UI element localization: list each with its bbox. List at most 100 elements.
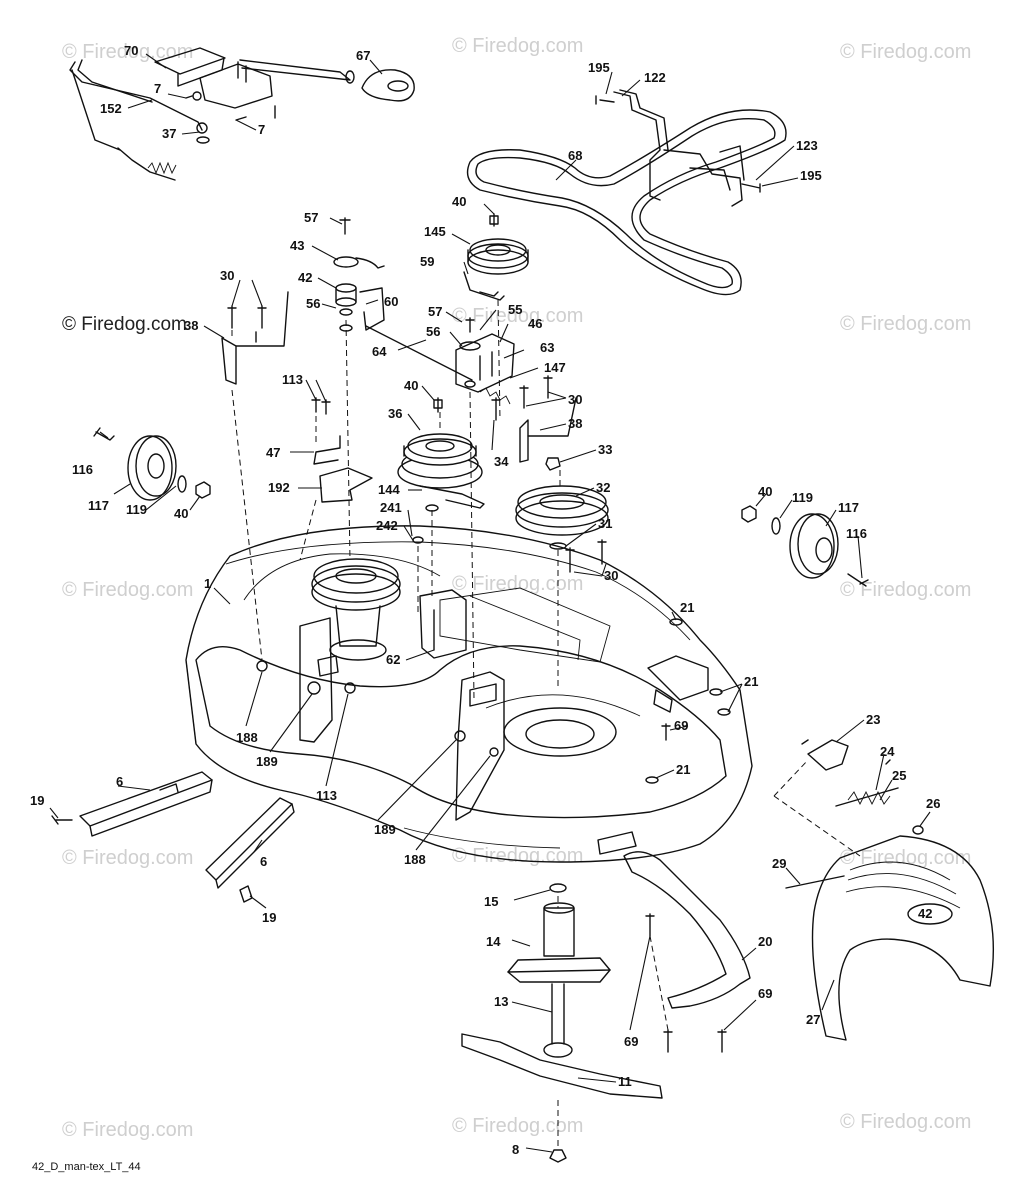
- bracket-38-left-drawing: [221, 291, 289, 385]
- part-label: 63: [540, 340, 554, 355]
- part-label: 117: [88, 498, 109, 513]
- watermark: © Firedog.com: [62, 579, 193, 601]
- part-label: 8: [512, 1142, 519, 1157]
- part-label: 40: [452, 194, 466, 209]
- part-label: 69: [624, 1034, 638, 1049]
- part-label: 6: [260, 854, 267, 869]
- part-label: 15: [484, 894, 498, 909]
- part-label: 69: [758, 986, 772, 1001]
- part-label: 6: [116, 774, 123, 789]
- watermark: © Firedog.com: [840, 41, 971, 63]
- part-label: 62: [386, 652, 400, 667]
- watermark: © Firedog.com: [452, 35, 583, 57]
- part-label: 195: [800, 168, 822, 183]
- part-label: 241: [380, 500, 402, 515]
- part-label: 7: [258, 122, 265, 137]
- part-label: 70: [124, 43, 138, 58]
- watermark: © Firedog.com: [452, 305, 583, 327]
- pulley-36-drawing: [397, 397, 485, 544]
- part-label: 42: [298, 270, 312, 285]
- discharge-chute-drawing: 42: [785, 835, 995, 1041]
- part-label: 116: [72, 462, 93, 477]
- deflector-hinge-drawing: [773, 739, 924, 857]
- part-label: 57: [304, 210, 318, 225]
- watermark: © Firedog.com: [840, 579, 971, 601]
- deck-size-badge: 42: [918, 906, 932, 921]
- part-label: 47: [266, 445, 280, 460]
- part-label: 30: [568, 392, 582, 407]
- part-label: 1: [204, 576, 211, 591]
- watermark: © Firedog.com: [452, 845, 583, 867]
- tensioner-arm-drawing: [333, 217, 473, 381]
- part-label: 116: [846, 526, 867, 541]
- part-label: 55: [508, 302, 522, 317]
- part-label: 60: [384, 294, 398, 309]
- part-label: 57: [428, 304, 442, 319]
- part-label: 38: [184, 318, 198, 333]
- mower-deck-housing-drawing: [185, 525, 753, 863]
- part-label: 30: [604, 568, 618, 583]
- watermark: © Firedog.com: [840, 1111, 971, 1133]
- part-label: 192: [268, 480, 290, 495]
- part-label: 36: [388, 406, 402, 421]
- part-label: 147: [544, 360, 566, 375]
- watermark: © Firedog.com: [62, 847, 193, 869]
- part-label: 145: [424, 224, 446, 239]
- part-label: 144: [378, 482, 400, 497]
- part-label: 26: [926, 796, 940, 811]
- diagram-code: 42_D_man-tex_LT_44: [32, 1161, 141, 1173]
- gauge-wheel-right-drawing: [741, 505, 869, 587]
- part-drawings: 42: [51, 47, 995, 1163]
- knob-drawing: [361, 69, 415, 102]
- part-label: 14: [486, 934, 501, 949]
- gauge-wheel-left-drawing: [93, 427, 211, 501]
- part-label: 21: [744, 674, 758, 689]
- spindle-assembly-drawing: [461, 883, 663, 1163]
- part-label: 40: [404, 378, 418, 393]
- part-label: 21: [676, 762, 690, 777]
- part-label: 37: [162, 126, 176, 141]
- watermarks: © Firedog.com © Firedog.com © Firedog.co…: [62, 35, 971, 1141]
- bracket-38-right-drawing: [491, 375, 577, 471]
- part-label: 188: [404, 852, 426, 867]
- part-label: 19: [262, 910, 276, 925]
- belt-drawing: [466, 109, 787, 296]
- part-label: 7: [154, 81, 161, 96]
- part-label: 32: [596, 480, 610, 495]
- watermark: © Firedog.com: [840, 313, 971, 335]
- part-label: 40: [758, 484, 772, 499]
- bracket-62-drawing: [417, 510, 467, 659]
- part-label: 25: [892, 768, 906, 783]
- pulley-32-drawing: [515, 470, 609, 690]
- part-label: 23: [866, 712, 880, 727]
- leader-lines: [49, 53, 931, 1153]
- part-label: 242: [376, 518, 398, 533]
- part-label: 68: [568, 148, 582, 163]
- watermark: © Firedog.com: [62, 41, 193, 63]
- part-label: 11: [618, 1074, 632, 1089]
- belt-guides-drawing: [595, 89, 761, 207]
- part-label: 31: [598, 516, 612, 531]
- part-label: 34: [494, 454, 509, 469]
- stabilizer-bars-drawing: [51, 771, 295, 903]
- alignment-lines: [231, 299, 501, 701]
- part-label: 38: [568, 416, 582, 431]
- watermark: © Firedog.com: [452, 573, 583, 595]
- part-label: 56: [426, 324, 440, 339]
- idler-pulley-145-drawing: [463, 213, 529, 301]
- arm-20-drawing: [623, 851, 751, 1053]
- part-label: 123: [796, 138, 818, 153]
- part-label: 40: [174, 506, 188, 521]
- part-label: 67: [356, 48, 370, 63]
- part-label: 33: [598, 442, 612, 457]
- bracket-47-192-drawing: [311, 397, 373, 503]
- center-bracket-drawing: [454, 671, 505, 821]
- part-label: 113: [282, 372, 303, 387]
- part-label: 189: [374, 822, 396, 837]
- part-label: 56: [306, 296, 320, 311]
- deck-spindle-pulley-drawing: [256, 558, 401, 743]
- lift-linkage-drawing: [69, 47, 355, 181]
- part-label: 29: [772, 856, 786, 871]
